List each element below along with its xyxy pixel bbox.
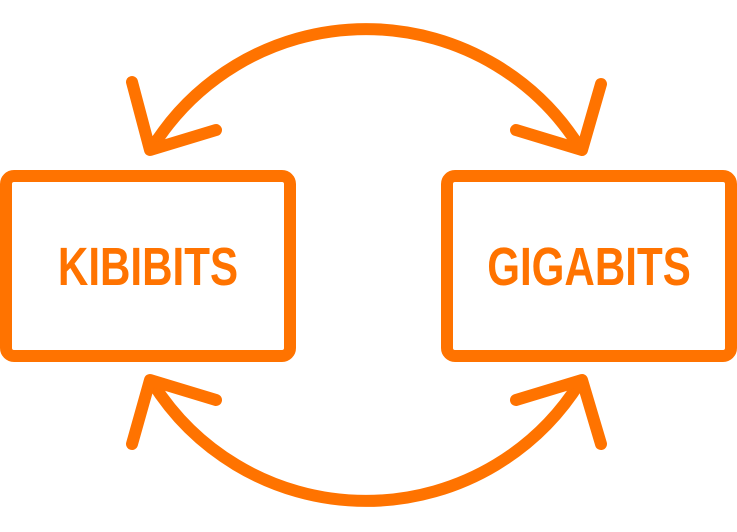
top-arc-arrow [126, 23, 607, 156]
arrowhead-left-bottom-icon [126, 374, 222, 450]
arrowhead-right-bottom-icon [510, 374, 607, 450]
bottom-arc-arrow [126, 374, 607, 507]
kibibits-label: KIBIBITS [57, 237, 239, 297]
kibibits-box [0, 170, 296, 362]
gigabits-label: GIGABITS [487, 237, 691, 297]
gigabits-box [441, 170, 737, 362]
arrowhead-right-top-icon [510, 78, 607, 156]
arrowhead-left-top-icon [126, 76, 222, 156]
